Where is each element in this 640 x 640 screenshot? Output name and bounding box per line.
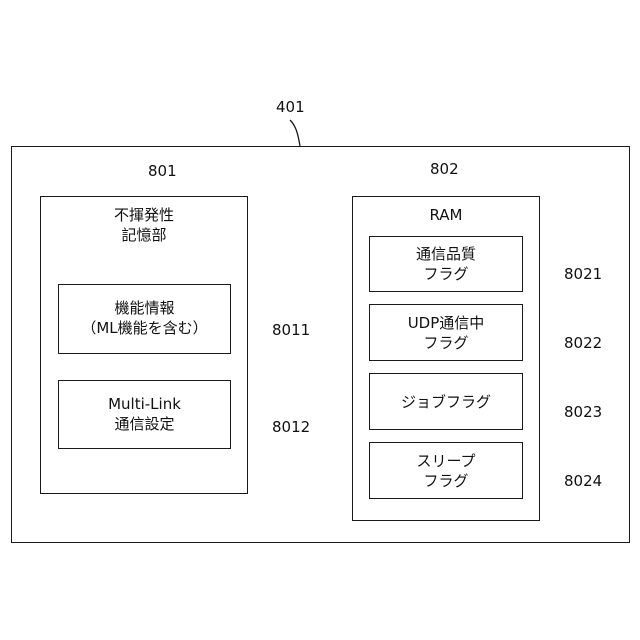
ram-title: RAM — [352, 205, 540, 225]
sleep-flag-label: スリープ フラグ — [369, 451, 523, 491]
function-info-label: 機能情報 （ML機能を含む） — [58, 298, 231, 338]
quality-flag-label: 通信品質 フラグ — [369, 244, 523, 284]
nonvolatile-ref-label: 801 — [148, 162, 177, 180]
job-flag-ref-label: 8023 — [564, 403, 602, 421]
device-ref-label: 401 — [276, 98, 305, 116]
udp-flag-ref-label: 8022 — [564, 334, 602, 352]
quality-flag-ref-label: 8021 — [564, 265, 602, 283]
ram-ref-label: 802 — [430, 160, 459, 178]
job-flag-label: ジョブフラグ — [369, 392, 523, 412]
function-info-ref-label: 8011 — [272, 321, 310, 339]
udp-flag-label: UDP通信中 フラグ — [369, 313, 523, 353]
nonvolatile-storage-title: 不揮発性 記憶部 — [40, 205, 248, 245]
multilink-setting-ref-label: 8012 — [272, 418, 310, 436]
leader-line-401 — [290, 120, 300, 146]
multilink-setting-label: Multi-Link 通信設定 — [58, 394, 231, 434]
sleep-flag-ref-label: 8024 — [564, 472, 602, 490]
